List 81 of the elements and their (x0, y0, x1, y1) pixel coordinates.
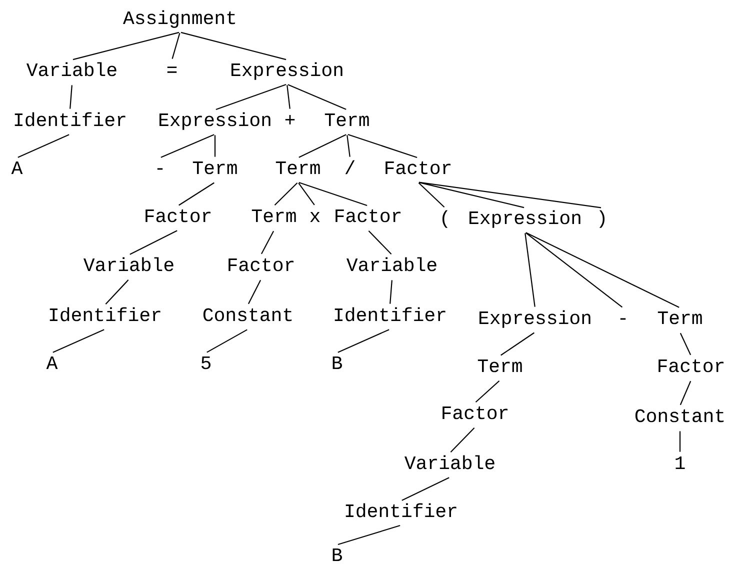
tree-line (524, 233, 536, 307)
tree-line (338, 524, 400, 546)
tree-label: Expression (480, 310, 590, 328)
tree-label: 1 (676, 456, 685, 469)
tree-line (418, 182, 524, 208)
tree-label: 5 (202, 356, 210, 370)
tree-line (18, 134, 70, 158)
tree-label: Assignment (123, 10, 236, 28)
tree-label: Factor (442, 406, 508, 420)
tree-line (248, 280, 262, 304)
tree-label: Factor (658, 359, 724, 372)
tree-line (526, 232, 680, 308)
tree-label: Constant (203, 308, 292, 322)
tree-line (206, 329, 248, 353)
tree-label: Identifier (334, 307, 446, 322)
tree-line (338, 329, 390, 353)
tree-line (260, 230, 274, 254)
tree-line (52, 329, 104, 353)
tree-label: B (332, 356, 342, 369)
tree-line (180, 32, 286, 60)
tree-line (298, 182, 368, 206)
tree-line (70, 85, 72, 109)
tree-label: Identifier (50, 307, 160, 322)
tree-line (298, 134, 346, 158)
tree-line (418, 182, 445, 208)
tree-line (214, 135, 216, 157)
tree-line (105, 280, 129, 304)
tree-line (160, 134, 214, 158)
tree-line (679, 431, 681, 452)
tree-label: Term (276, 161, 320, 174)
tree-line (348, 134, 418, 158)
tree-label: Variable (84, 257, 174, 272)
tree-label: x (310, 212, 320, 222)
tree-label: Factor (336, 209, 400, 222)
tree-label: / (345, 160, 355, 174)
tree-line (402, 477, 450, 501)
tree-label: = (167, 66, 177, 73)
tree-label: ( (442, 210, 448, 228)
tree-line (680, 332, 692, 356)
tree-line (500, 332, 534, 356)
tree-label: Term (192, 161, 237, 174)
tree-line (346, 135, 350, 157)
tree-line (525, 232, 623, 308)
tree-line (72, 32, 180, 60)
tree-label: Factor (228, 258, 294, 272)
tree-line (418, 182, 602, 208)
tree-line (475, 380, 500, 403)
tree-label: ) (599, 210, 604, 228)
tree-line (288, 84, 346, 110)
tree-line (450, 428, 475, 452)
tree-label: Term (324, 113, 369, 126)
tree-label: Expression (232, 62, 342, 80)
tree-label: Variable (404, 455, 494, 470)
tree-line (680, 380, 692, 406)
tree-line (130, 230, 178, 255)
tree-label: A (46, 356, 58, 369)
tree-line (274, 182, 298, 206)
tree-label: - (620, 318, 626, 320)
tree-label: Factor (386, 161, 450, 174)
tree-line (178, 182, 214, 206)
tree-line (172, 33, 180, 59)
tree-label: Term (252, 209, 296, 222)
tree-label: Term (478, 359, 522, 372)
tree-line (298, 182, 315, 206)
tree-label: A (11, 161, 23, 174)
tree-line (286, 85, 290, 109)
tree-label: Term (658, 311, 702, 324)
tree-label: Identifier (346, 503, 456, 518)
tree-label: - (157, 168, 163, 170)
tree-line (216, 84, 286, 110)
tree-label: Factor (146, 209, 210, 222)
tree-label: Variable (26, 62, 116, 76)
tree-line (368, 230, 392, 254)
tree-label: Variable (346, 257, 436, 272)
tree-label: Expression (470, 210, 580, 228)
tree-label: Expression (160, 112, 270, 130)
tree-label: Constant (635, 409, 724, 422)
tree-label: + (285, 115, 295, 124)
tree-label: Identifier (14, 112, 126, 126)
tree-line (390, 280, 392, 304)
tree-label: B (332, 548, 342, 561)
